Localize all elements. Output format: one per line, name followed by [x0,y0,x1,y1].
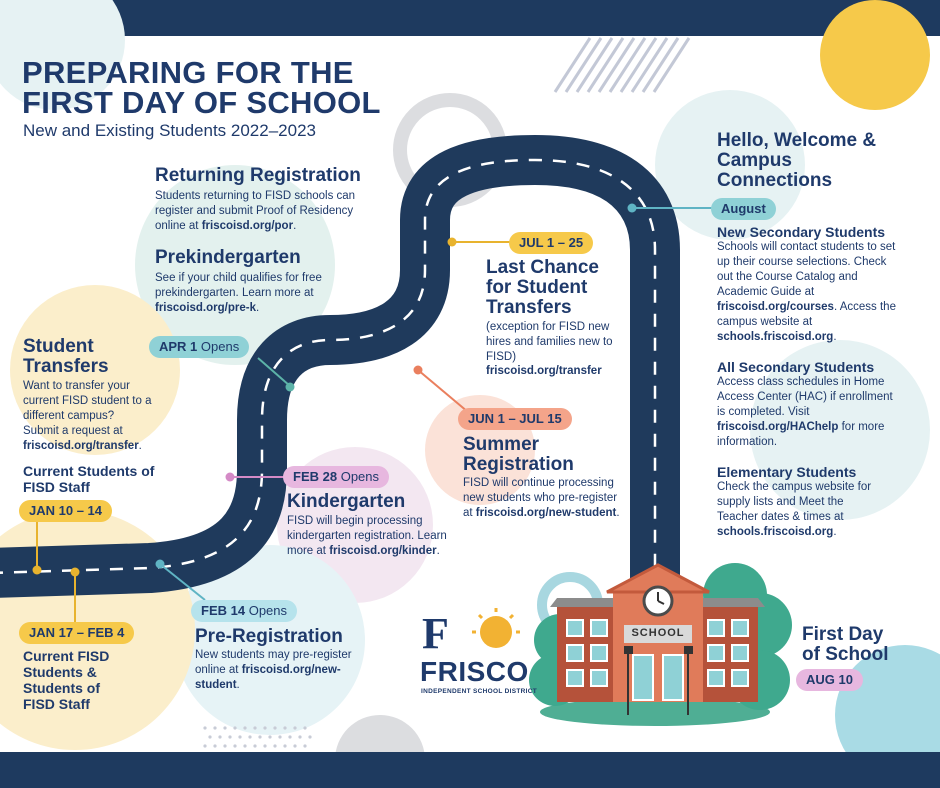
summer-registration-body: FISD will continue processing new studen… [463,477,620,519]
marker-august [627,203,637,213]
student-transfers-heading-line1: Student [23,336,94,357]
decor-circle [135,165,335,365]
aug10-date-badge: AUG 10 [796,669,863,691]
kindergarten-body: FISD will begin processing kindergarten … [287,515,447,557]
prekindergarten-heading: Prekindergarten [155,247,301,268]
timeline-connectors [32,203,718,625]
pre-registration-heading: Pre-Registration [195,626,343,647]
prekindergarten-body: See if your child qualifies for free pre… [155,272,322,314]
jun1-date-badge: JUN 1 – JUL 15 [458,408,572,430]
decor-circle [175,545,365,735]
grass-base [540,698,770,726]
staff-window1-heading: Current Students of FISD Staff [23,463,155,495]
jan10-date-badge: JAN 10 – 14 [19,500,112,522]
marker-apr1 [285,382,295,392]
frisco-logo-tagline: INDEPENDENT SCHOOL DISTRICT [421,688,537,695]
school-sign-text: SCHOOL [631,627,685,639]
page-subtitle: New and Existing Students 2022–2023 [23,121,316,140]
page-title-line2: FIRST DAY OF SCHOOL [22,85,381,120]
school-building-illustration [529,563,792,726]
courses-link[interactable]: friscoisd.org/courses [717,301,834,313]
student-transfers-body: Want to transfer your current FISD stude… [23,380,152,452]
campus-website-link[interactable]: schools.friscoisd.org [717,331,834,343]
last-chance-body: (exception for FISD new hires and famili… [486,321,613,363]
kindergarten-link[interactable]: friscoisd.org/kinder [329,545,437,557]
marker-feb28 [225,472,235,482]
road-surface [0,135,680,600]
frisco-logo-mark [472,608,520,648]
marker-jan10 [32,565,42,575]
marker-feb14 [155,559,165,569]
first-day-heading: First Day of School [802,624,889,665]
staff-window2-heading: Current FISD Students & Students of FISD… [23,648,110,712]
apr1-date-badge: APR 1 Opens [149,336,250,358]
summer-registration-heading: Summer Registration [463,434,574,475]
all-secondary-body: Access class schedules in Home Access Ce… [717,376,893,448]
returning-registration-body: Students returning to FISD schools can r… [155,190,356,232]
prekindergarten-link[interactable]: friscoisd.org/pre-k [155,302,256,314]
hac-help-link[interactable]: friscoisd.org/HAChelp [717,421,839,433]
jan17-date-badge: JAN 17 – FEB 4 [19,622,135,644]
new-secondary-heading: New Secondary Students [717,224,886,240]
top-banner-bar [0,0,940,36]
decor-circle [10,285,180,455]
new-secondary-body: Schools will contact students to set up … [717,241,896,343]
welcome-heading: Hello, Welcome & Campus Connections [717,130,877,191]
page-title-line1: PREPARING FOR THE [22,55,354,90]
pre-registration-body: New students may pre-register online at … [195,649,352,691]
feb14-date-badge: FEB 14 Opens [191,600,298,622]
kindergarten-heading: Kindergarten [287,491,406,512]
decor-dots [203,726,312,748]
feb28-date-badge: FEB 28 Opens [283,466,390,488]
marker-jul1 [447,237,457,247]
summer-registration-link[interactable]: friscoisd.org/new-student [475,507,617,519]
decor-circle-yellow [820,0,930,110]
bottom-banner-bar [0,752,940,788]
returning-registration-heading: Returning Registration [155,165,361,186]
decor-circle [750,340,930,520]
student-transfers-heading-line2: Transfers [23,356,109,377]
school-sign-board [624,625,692,643]
marker-jun1 [413,365,423,375]
august-date-badge: August [711,198,776,220]
all-secondary-heading: All Secondary Students [717,359,875,375]
elementary-link[interactable]: schools.friscoisd.org [717,526,834,538]
last-chance-heading: Last Chance for Student Transfers [486,257,599,318]
decor-stripes [553,37,691,93]
elementary-body: Check the campus website for supply list… [717,481,872,538]
decor-circle [0,0,125,110]
student-transfers-link[interactable]: friscoisd.org/transfer [23,440,139,452]
elementary-heading: Elementary Students [717,464,857,480]
marker-jan17 [70,567,80,577]
jul1-date-badge: JUL 1 – 25 [509,232,594,254]
last-chance-link[interactable]: friscoisd.org/transfer [486,365,602,377]
frisco-logo-name: FRISCO [420,656,529,687]
pre-registration-link[interactable]: friscoisd.org/new-student [195,664,341,691]
returning-registration-link[interactable]: friscoisd.org/por [201,220,294,232]
frisco-logo-letter: F [422,609,449,658]
